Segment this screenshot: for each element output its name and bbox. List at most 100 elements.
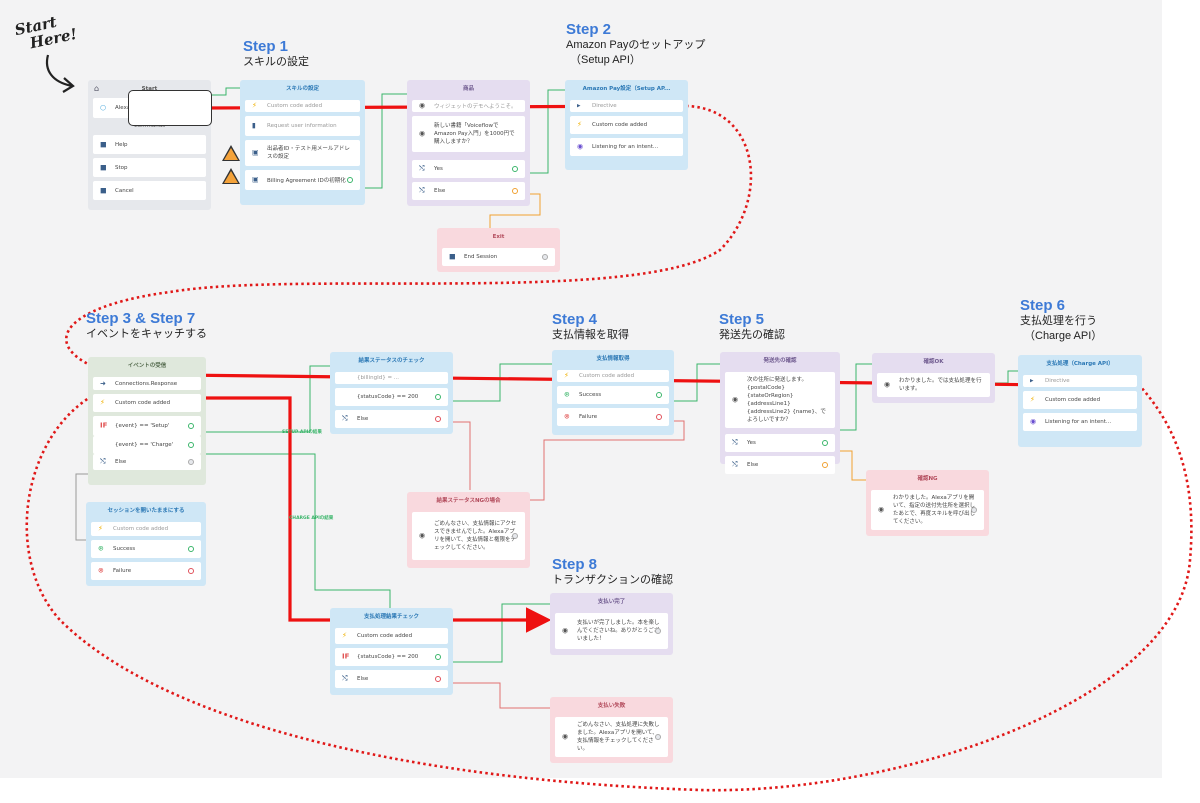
charge-block[interactable]: 支払処理（Charge API） ▸Directive ⚡Custom code… <box>1018 355 1142 447</box>
session-failure[interactable]: ⊗Failure <box>91 562 201 580</box>
charge-result-title: 支払処理結果チェック <box>363 614 419 620</box>
result-check-block[interactable]: 結果ステータスのチェック {billingId} = ... {statusCo… <box>330 352 453 434</box>
product-question[interactable]: ◉新しい書籍「Voiceflowで Amazon Pay入門」を1000円で購入… <box>412 116 525 152</box>
product-yes[interactable]: ⤭Yes <box>412 160 525 178</box>
charge-custom-code[interactable]: ⚡Custom code added <box>1023 391 1137 409</box>
port[interactable] <box>656 414 662 420</box>
port[interactable] <box>971 507 977 513</box>
confirm-ok-block[interactable]: 確認OK ◉わかりました。では支払処理を行います。 <box>872 353 995 403</box>
payment-info-block[interactable]: 支払情報取得 ⚡Custom code added ⊛Success ⊗Fail… <box>552 350 674 435</box>
charge-listening[interactable]: ◉Listening for an intent... <box>1023 413 1137 431</box>
exit-title: Exit <box>492 234 505 240</box>
product-else[interactable]: ⤭Else <box>412 182 525 200</box>
address-message[interactable]: ◉次の住所に発送します。{postalCode} {stateOrRegion}… <box>725 372 835 428</box>
skill-settings-block[interactable]: スキルの設定 ⚡Custom code added ▮Request user … <box>240 80 365 205</box>
port[interactable] <box>188 546 194 552</box>
payment-failure[interactable]: ⊗Failure <box>557 408 669 426</box>
warning-icon: ! <box>222 145 240 161</box>
result-billing-id-label: {billingId} = ... <box>357 375 400 381</box>
exit-end-session[interactable]: ■End Session <box>442 248 555 266</box>
skill-item-request-user[interactable]: ▮Request user information <box>245 116 360 136</box>
port[interactable] <box>822 440 828 446</box>
port[interactable] <box>188 442 194 448</box>
lightning-icon: ⚡ <box>577 120 582 129</box>
result-ng-block[interactable]: 結果ステータスNGの場合 ◉ごめんなさい、支払情報にアクセスできませんでした。A… <box>407 492 530 568</box>
paid-block[interactable]: 支払い完了 ◉支払いが完了しました。本を楽しんでくださいね。ありがとうございまし… <box>550 593 673 655</box>
step2-subtitle: （Setup API） <box>570 54 641 66</box>
product-question-label: 新しい書籍「Voiceflowで Amazon Pay入門」を1000円で購入し… <box>434 123 515 145</box>
charge-result-else-label: Else <box>357 676 369 682</box>
event-custom-code[interactable]: ⚡Custom code added <box>93 394 201 412</box>
result-status-200[interactable]: {statusCode} == 200 <box>335 388 448 406</box>
skill-item-seller-id[interactable]: ▣出品者ID・テスト用メールアドレスの設定 <box>245 140 360 166</box>
confirm-ng-message[interactable]: ◉わかりました。Alexaアプリを開いて、指定の送付先住所を選択したあとで、再度… <box>871 490 984 530</box>
redaction-box <box>128 90 212 126</box>
port[interactable] <box>512 166 518 172</box>
setup-custom-code-label: Custom code added <box>592 122 648 128</box>
payment-success[interactable]: ⊛Success <box>557 386 669 404</box>
event-else[interactable]: ⤭Else <box>93 454 201 470</box>
confirm-ng-block[interactable]: 確認NG ◉わかりました。Alexaアプリを開いて、指定の送付先住所を選択したあ… <box>866 470 989 536</box>
payment-custom-code[interactable]: ⚡Custom code added <box>557 370 669 382</box>
setup-custom-code[interactable]: ⚡ Custom code added <box>570 116 683 134</box>
port[interactable] <box>435 394 441 400</box>
port[interactable] <box>656 392 662 398</box>
skill-item-billing[interactable]: ▣Billing Agreement IDの初期化 <box>245 170 360 190</box>
product-welcome[interactable]: ◉ウィジェットのデモへようこそ。 <box>412 100 525 112</box>
branch-icon: ⤭ <box>419 164 425 173</box>
port[interactable] <box>512 533 518 539</box>
event-setup[interactable]: IF{event} == 'Setup' <box>93 416 201 436</box>
command-help[interactable]: ■Help <box>93 135 206 154</box>
listening-icon: ◉ <box>1030 417 1037 426</box>
step8-number: Step 8 <box>552 556 598 573</box>
result-billing-id[interactable]: {billingId} = ... <box>335 372 448 384</box>
setup-directive[interactable]: ▸Directive <box>570 100 683 112</box>
branch-icon: ⤭ <box>419 186 425 195</box>
pay-fail-message[interactable]: ◉ごめんなさい、支払処理に失敗しました。Alexaアプリを開いて、支払情報をチェ… <box>555 717 668 757</box>
port[interactable] <box>435 676 441 682</box>
exit-block[interactable]: Exit ■End Session <box>437 228 560 272</box>
port[interactable] <box>435 416 441 422</box>
pay-fail-block[interactable]: 支払い失敗 ◉ごめんなさい、支払処理に失敗しました。Alexaアプリを開いて、支… <box>550 697 673 763</box>
port[interactable] <box>188 423 194 429</box>
charge-result-custom-code[interactable]: ⚡Custom code added <box>335 628 448 644</box>
port[interactable] <box>655 734 661 740</box>
step6-title: 支払処理を行う <box>1020 315 1097 327</box>
address-confirm-block[interactable]: 発送先の確認 ◉次の住所に発送します。{postalCode} {stateOr… <box>720 352 840 474</box>
port[interactable] <box>188 459 194 465</box>
charge-result-else[interactable]: ⤭Else <box>335 670 448 688</box>
session-custom-code[interactable]: ⚡Custom code added <box>91 522 201 536</box>
folder-icon: ■ <box>100 140 107 148</box>
confirm-ok-message[interactable]: ◉わかりました。では支払処理を行います。 <box>877 373 990 397</box>
port[interactable] <box>542 254 548 260</box>
port[interactable] <box>655 628 661 634</box>
result-else[interactable]: ⤭Else <box>335 410 448 428</box>
result-ng-message[interactable]: ◉ごめんなさい、支払情報にアクセスできませんでした。Alexaアプリを開いて、支… <box>412 512 525 560</box>
skill-item-custom-code[interactable]: ⚡Custom code added <box>245 100 360 112</box>
port[interactable] <box>347 177 353 183</box>
session-keep-block[interactable]: セッションを開いたままにする ⚡Custom code added ⊛Succe… <box>86 502 206 586</box>
command-stop[interactable]: ■Stop <box>93 158 206 177</box>
port[interactable] <box>512 188 518 194</box>
address-else[interactable]: ⤭Else <box>725 456 835 474</box>
product-block[interactable]: 商品 ◉ウィジェットのデモへようこそ。 ◉新しい書籍「Voiceflowで Am… <box>407 80 530 206</box>
charge-result-block[interactable]: 支払処理結果チェック ⚡Custom code added IF{statusC… <box>330 608 453 695</box>
charge-directive[interactable]: ▸Directive <box>1023 375 1137 387</box>
charge-result-200[interactable]: IF{statusCode} == 200 <box>335 648 448 666</box>
paid-message[interactable]: ◉支払いが完了しました。本を楽しんでくださいね。ありがとうございました！ <box>555 613 668 649</box>
command-cancel[interactable]: ■Cancel <box>93 181 206 200</box>
amazon-pay-setup-block[interactable]: Amazon Pay設定（Setup AP... ▸Directive ⚡Cus… <box>565 80 688 170</box>
session-success[interactable]: ⊛Success <box>91 540 201 558</box>
event-charge[interactable]: {event} == 'Charge' <box>93 436 201 454</box>
step1-title: スキルの設定 <box>243 56 309 68</box>
setup-listening[interactable]: ◉Listening for an intent... <box>570 138 683 156</box>
event-connections-response[interactable]: ➜Connections.Response <box>93 377 201 390</box>
address-yes[interactable]: ⤭Yes <box>725 434 835 452</box>
lightning-icon: ⚡ <box>1030 395 1035 404</box>
port[interactable] <box>188 568 194 574</box>
port[interactable] <box>435 654 441 660</box>
port[interactable] <box>822 462 828 468</box>
result-ng-message-label: ごめんなさい、支払情報にアクセスできませんでした。Alexaアプリを開いて、支払… <box>434 521 517 551</box>
directive-icon: ▸ <box>577 101 581 110</box>
event-receive-block[interactable]: イベントの受信 ➜Connections.Response ⚡Custom co… <box>88 357 206 485</box>
